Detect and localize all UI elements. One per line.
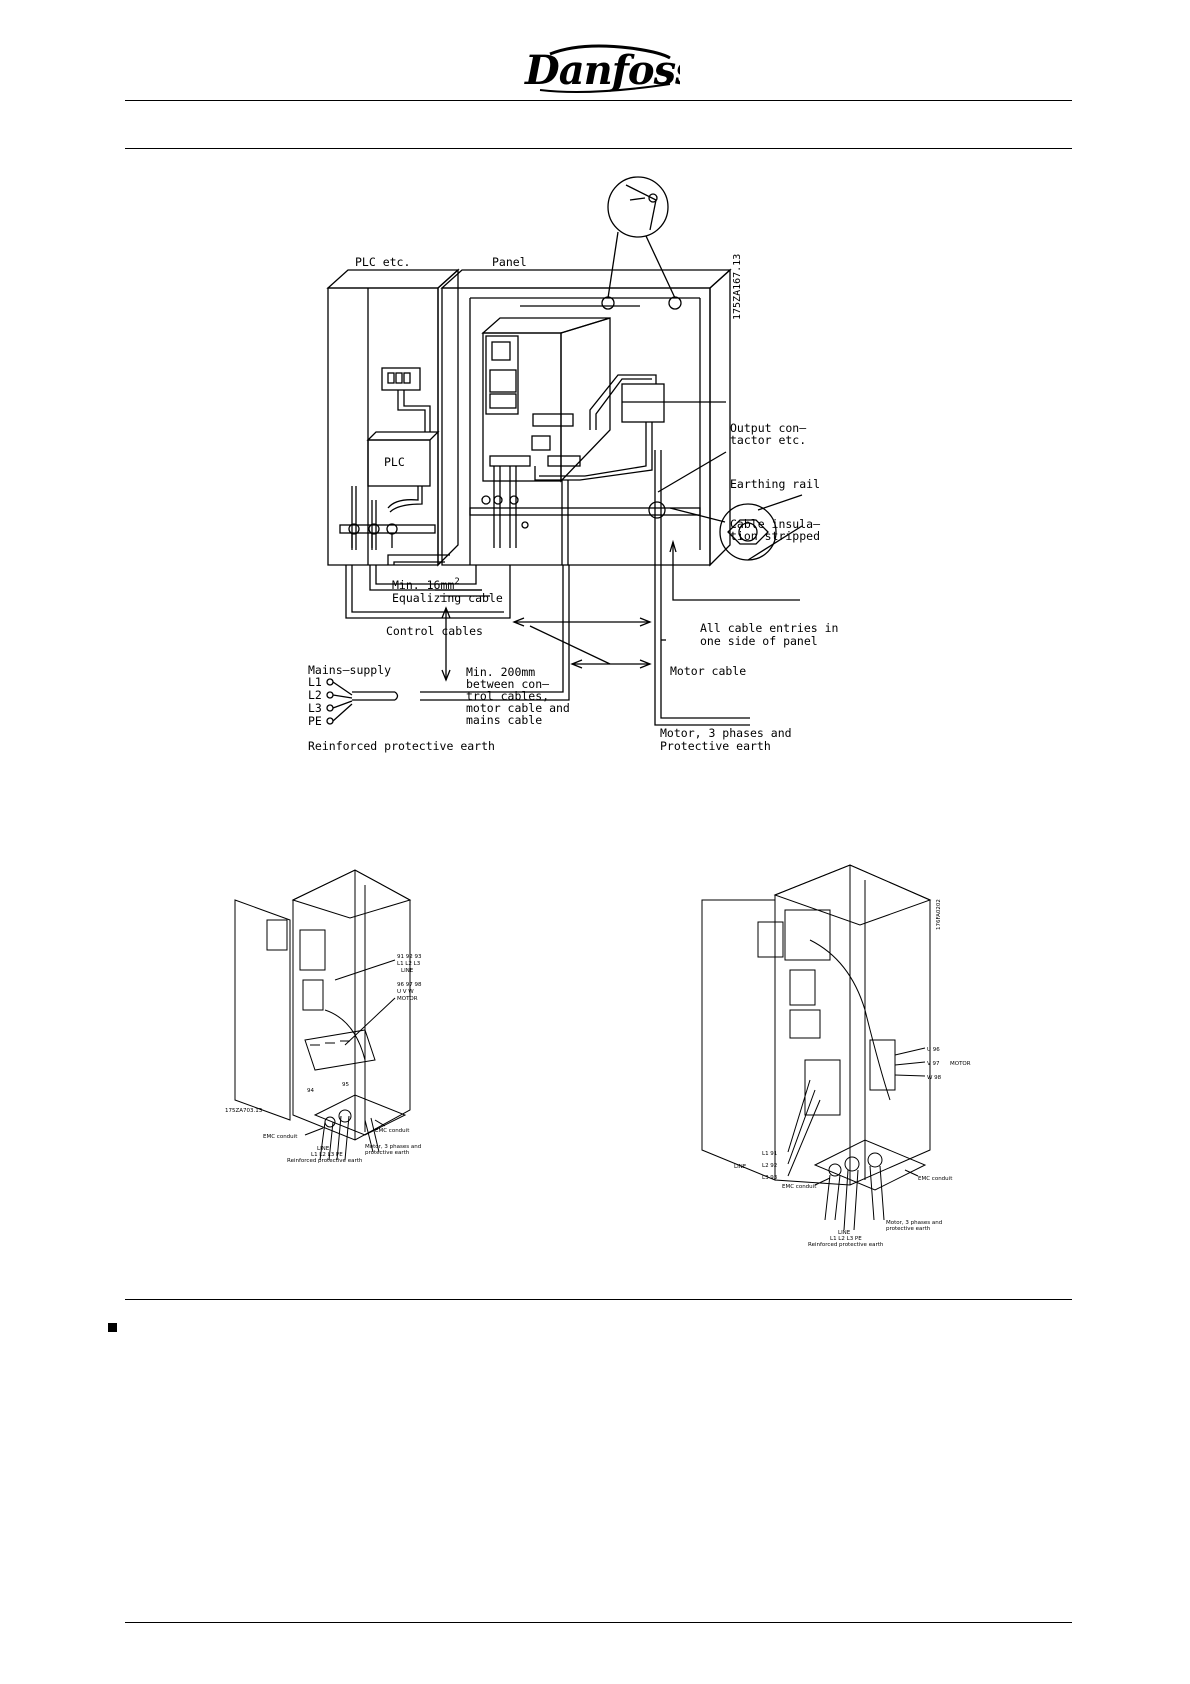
left-motor-terms: 96 97 98	[397, 982, 422, 988]
header-rule-bottom	[125, 148, 1072, 149]
left-line-terms: 91 92 93	[397, 954, 422, 960]
label-output-contactor-2: tactor etc.	[730, 433, 806, 447]
left-emc-conduit-1: EMC conduit	[263, 1134, 298, 1140]
right-reinforced: Reinforced protective earth	[808, 1242, 884, 1248]
figure-code-top: 175ZA167.13	[732, 254, 743, 320]
right-emc-conduit-1: EMC conduit	[782, 1184, 817, 1190]
label-min16-sup: 2	[454, 577, 459, 587]
left-motor-pe-1: Motor, 3 phases and	[365, 1144, 421, 1150]
brand-text: Danfoss	[524, 47, 680, 94]
label-min200-5: mains cable	[466, 713, 542, 727]
left-figure-code: 175ZA703.13	[225, 1108, 263, 1114]
label-min200-2: between con–	[466, 677, 549, 691]
label-pe: PE	[308, 714, 322, 728]
left-term-94: 94	[307, 1088, 314, 1094]
left-line-bottom: LINE	[317, 1146, 330, 1152]
label-min16-2: Equalizing cable	[392, 591, 503, 605]
danfoss-logo: Danfoss	[520, 40, 698, 100]
right-line-bottom: LINE	[838, 1230, 851, 1236]
label-min16-text: Min. 16mm	[392, 578, 454, 592]
left-emc-conduit-2: EMC conduit	[375, 1128, 410, 1134]
label-control-cables: Control cables	[386, 624, 483, 638]
label-plc-etc: PLC etc.	[355, 255, 410, 269]
right-v97: V 97	[927, 1061, 940, 1067]
label-plc: PLC	[384, 455, 405, 469]
label-l3: L3	[308, 701, 322, 715]
right-u96: U 96	[927, 1047, 940, 1053]
label-reinforced-earth: Reinforced protective earth	[308, 739, 495, 753]
right-motor: MOTOR	[950, 1061, 971, 1067]
right-figure-code: 176FA0202	[936, 899, 942, 930]
label-mains-supply: Mains–supply	[308, 663, 391, 677]
panel-wiring-diagram: PLC etc. Panel PLC 175ZA167.13 Output co…	[308, 176, 838, 753]
header-rule-top	[125, 100, 1072, 101]
left-line-phases: L1 L2 L3	[397, 961, 421, 967]
label-all-entries-1: All cable entries in	[700, 621, 838, 635]
left-motor-phases: U V W	[397, 989, 414, 995]
right-emc-conduit-2: EMC conduit	[918, 1176, 953, 1182]
right-motor-pe-2: protective earth	[886, 1226, 931, 1232]
left-motor: MOTOR	[397, 996, 418, 1002]
label-all-entries-2: one side of panel	[700, 634, 818, 648]
right-l1: L1 91	[762, 1151, 777, 1157]
left-term-95: 95	[342, 1082, 349, 1088]
label-cable-insulation-1: Cable insula–	[730, 517, 820, 531]
section-rule	[125, 1299, 1072, 1300]
label-motor-3phases-2: Protective earth	[660, 739, 771, 753]
label-min200-3: trol cables,	[466, 689, 549, 703]
label-min200-1: Min. 200mm	[466, 665, 535, 679]
left-motor-pe-2: protective earth	[365, 1150, 410, 1156]
label-panel: Panel	[492, 255, 527, 269]
label-min16-1: Min. 16mm2	[392, 577, 460, 592]
right-l3: L3 93	[762, 1175, 778, 1181]
label-cable-insulation-2: tion stripped	[730, 529, 820, 543]
left-reinforced: Reinforced protective earth	[287, 1158, 363, 1164]
left-phases-bottom: L1 L2 L3 PE	[311, 1152, 343, 1158]
right-drive-illustration: U 96 V 97 W 98 MOTOR 176FA0202 L1 91 L2 …	[701, 864, 971, 1248]
right-line-label: LINE	[734, 1164, 747, 1170]
left-line: LINE	[401, 968, 414, 974]
right-w98: W 98	[927, 1075, 942, 1081]
section-bullet	[108, 1323, 117, 1332]
label-output-contactor-1: Output con–	[730, 421, 806, 435]
right-l2: L2 92	[762, 1163, 777, 1169]
label-l1: L1	[308, 675, 322, 689]
label-min200-4: motor cable and	[466, 701, 570, 715]
label-motor-3phases-1: Motor, 3 phases and	[660, 726, 792, 740]
right-motor-pe-1: Motor, 3 phases and	[886, 1220, 942, 1226]
label-motor-cable: Motor cable	[670, 664, 746, 678]
left-drive-illustration: 91 92 93 L1 L2 L3 LINE 96 97 98 U V W MO…	[225, 869, 422, 1164]
footer-rule	[125, 1622, 1072, 1623]
right-phases-bottom: L1 L2 L3 PE	[830, 1236, 862, 1242]
logo-graphic: Danfoss	[524, 44, 698, 94]
label-earthing-rail: Earthing rail	[730, 477, 820, 491]
label-l2: L2	[308, 688, 322, 702]
